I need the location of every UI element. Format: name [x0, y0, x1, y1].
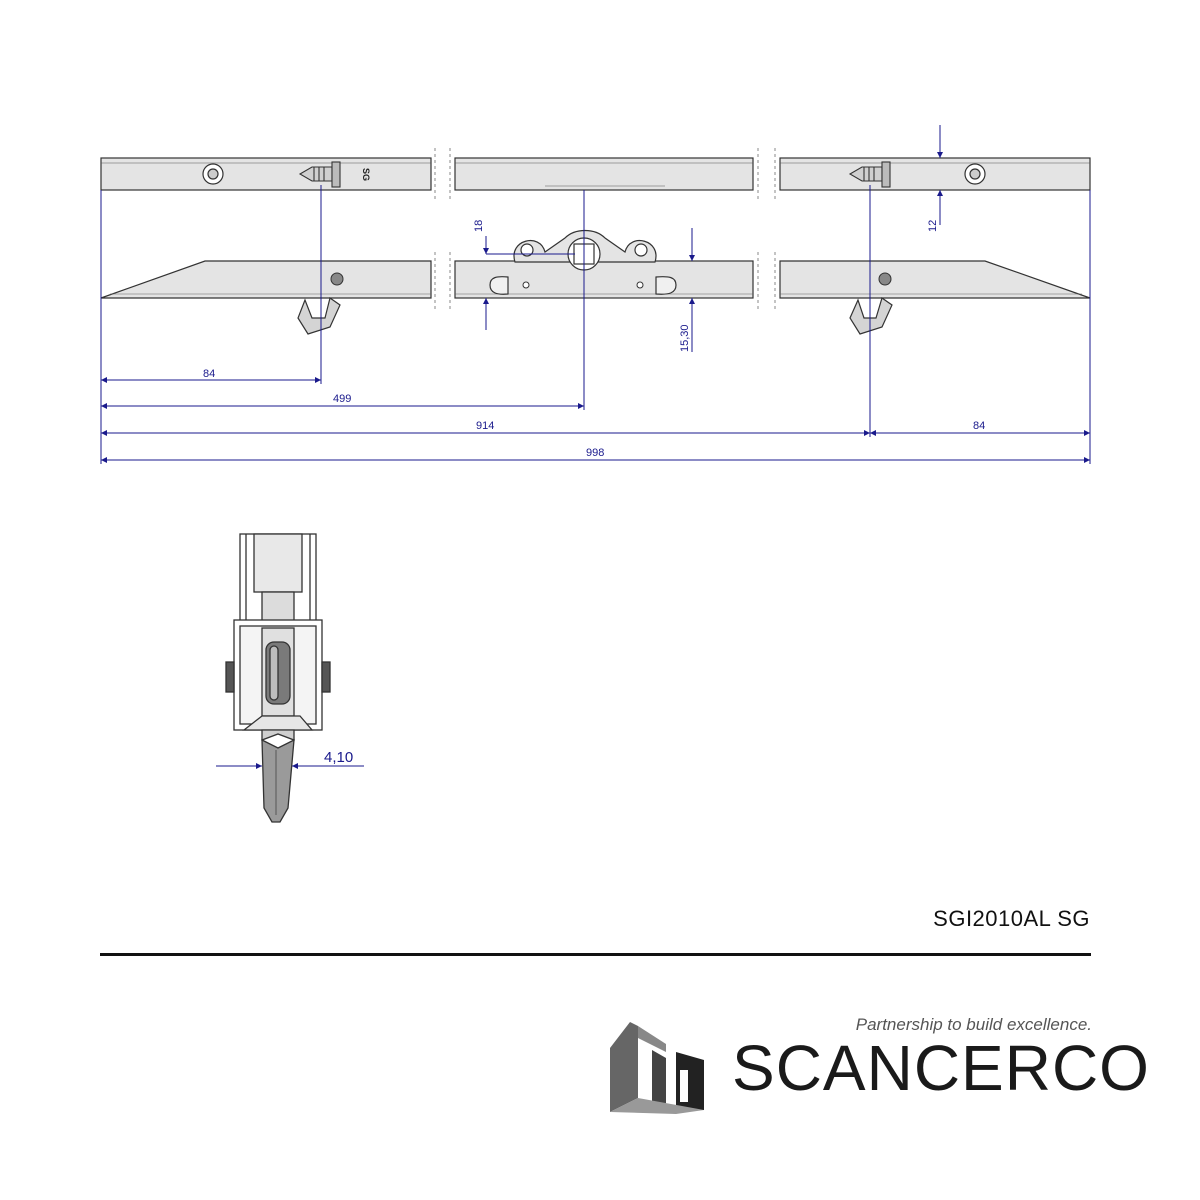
extension-lines: [100, 185, 1091, 464]
rivet-icon: [878, 272, 892, 286]
dim-12: 12: [927, 220, 939, 232]
dim-18: 18: [473, 220, 485, 232]
top-bar-segment-middle: [454, 157, 754, 191]
dim-4-10: 4,10: [324, 749, 353, 766]
dim-84-right: 84: [973, 420, 985, 432]
small-rivet-icon: [522, 281, 530, 289]
brand-name: SCANCERCO: [732, 1032, 1150, 1104]
top-bar-segment-right: [779, 157, 1091, 191]
bottom-bar-segment-right: [779, 260, 1091, 299]
locking-cam-icon: [849, 297, 893, 335]
footer-divider: [100, 953, 1091, 956]
striker-pin-icon: [848, 161, 891, 188]
small-rivet-icon: [636, 281, 644, 289]
screw-hole-icon: [964, 163, 986, 185]
striker-pin-icon: [298, 161, 341, 188]
tagline: Partnership to build excellence.: [855, 1015, 1092, 1034]
top-bar: [100, 157, 1091, 191]
dim-914: 914: [476, 420, 494, 432]
dim-84-left: 84: [203, 368, 215, 380]
screw-hole-icon: [202, 163, 224, 185]
tongue-icon: [261, 738, 295, 823]
dim-998: 998: [586, 447, 604, 459]
break-marks: [434, 148, 776, 310]
top-bar-segment-left: [100, 157, 432, 191]
dimension-lines: [101, 377, 1090, 463]
dim-499: 499: [333, 393, 351, 405]
mushroom-cam-icon: [655, 276, 677, 295]
sg-stamp: SG: [361, 168, 371, 181]
vertical-dimensions: [483, 125, 943, 352]
cross-section-view: [225, 533, 331, 823]
house-logo-icon: [610, 1022, 704, 1114]
locking-cam-icon: [297, 297, 341, 335]
rivet-icon: [330, 272, 344, 286]
bottom-bar: [100, 260, 1091, 299]
dim-15-30: 15,30: [679, 324, 691, 352]
mushroom-cam-icon: [489, 276, 509, 295]
product-code: SGI2010AL SG: [933, 906, 1090, 931]
technical-drawing: SG 84 499 914 84 998: [100, 125, 1091, 823]
bottom-bar-segment-left: [100, 260, 432, 299]
